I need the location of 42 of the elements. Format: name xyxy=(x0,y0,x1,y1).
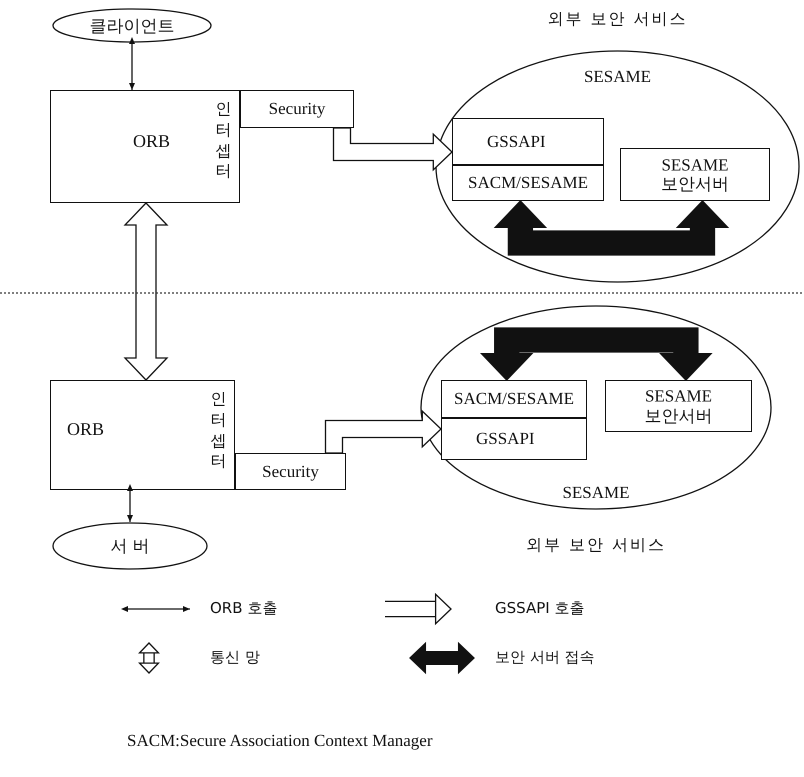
module-label: SESAME 보안서버 xyxy=(660,154,730,194)
module-label: SESAME 보안서버 xyxy=(644,386,714,426)
service-heading: 외부 보안 서비스 xyxy=(524,535,668,556)
interceptor-label: 인터셉터 xyxy=(209,389,228,472)
hollow-arrow xyxy=(332,127,453,172)
hollow-arrow xyxy=(324,410,442,454)
interceptor-label: 인터셉터 xyxy=(214,99,232,182)
bold-arrow xyxy=(494,200,730,256)
security-label: Security xyxy=(261,462,320,482)
orb-label: ORB xyxy=(67,419,104,440)
security-box xyxy=(235,453,346,490)
footnote: SACM:Secure Association Context Manager xyxy=(127,731,432,751)
ellipse-label: 서 버 xyxy=(109,536,151,558)
arrow xyxy=(129,37,135,90)
module-box xyxy=(441,380,587,418)
orb-label: ORB xyxy=(133,131,170,152)
orb-box xyxy=(50,380,235,490)
orb-box xyxy=(50,90,240,203)
server-box xyxy=(605,380,752,432)
module-label: GSSAPI xyxy=(476,429,535,449)
ellipse-node xyxy=(52,8,212,43)
service-label: SESAME xyxy=(561,483,631,503)
hollow-arrow xyxy=(123,202,169,381)
service-label: SESAME xyxy=(582,67,652,87)
legend-label: 통신 망 xyxy=(210,648,260,667)
module-box xyxy=(452,118,604,165)
bold-arrow xyxy=(480,327,713,381)
legend-label: GSSAPI 호출 xyxy=(495,599,584,618)
security-box xyxy=(240,90,354,128)
arrow xyxy=(127,484,133,522)
server-box xyxy=(620,148,770,201)
module-label: SACM/SESAME xyxy=(467,173,589,193)
ellipse-node xyxy=(52,522,208,570)
ellipse-label: 클라이언트 xyxy=(88,15,176,37)
legend-label: 보안 서버 접속 xyxy=(495,648,595,667)
security-label: Security xyxy=(268,99,326,119)
module-label: GSSAPI xyxy=(487,132,546,152)
module-label: SACM/SESAME xyxy=(453,389,575,409)
service-heading: 외부 보안 서비스 xyxy=(546,9,689,30)
module-box xyxy=(441,418,587,460)
module-box xyxy=(452,165,604,201)
legend-label: ORB 호출 xyxy=(210,599,278,618)
